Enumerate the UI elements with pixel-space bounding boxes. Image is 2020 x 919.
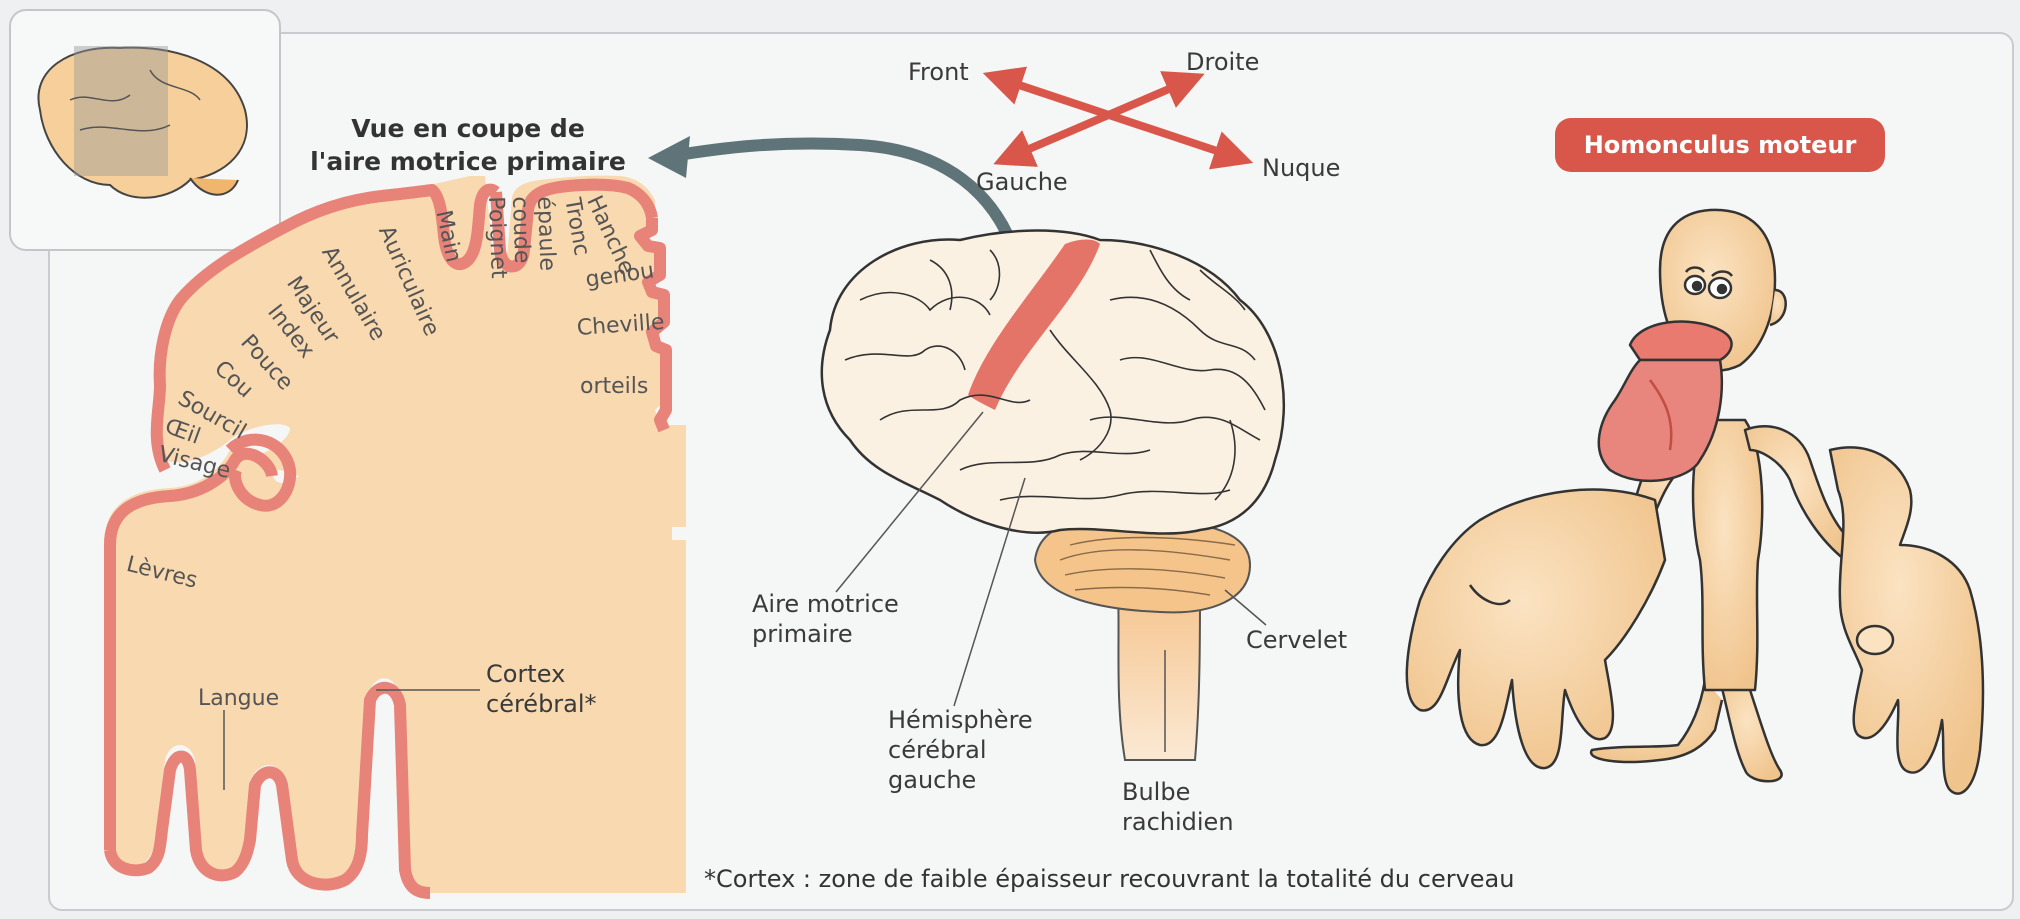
label-bulbe-line2: rachidien <box>1122 808 1234 836</box>
footnote: *Cortex : zone de faible épaisseur recou… <box>704 865 1514 893</box>
section-title: Vue en coupe de l'aire motrice primaire <box>298 112 638 178</box>
label-orteils: orteils <box>580 374 648 399</box>
cortex-label-line2: cérébral* <box>486 690 597 718</box>
orientation-gauche: Gauche <box>976 168 1068 196</box>
label-hemisphere-line2: cérébral <box>888 736 987 764</box>
label-aire-line1: Aire motrice <box>752 590 899 618</box>
orientation-arrows <box>998 78 1238 158</box>
homunculus-figure <box>1407 210 1983 794</box>
thumbnail-card <box>10 10 280 250</box>
orientation-front: Front <box>908 58 969 86</box>
label-epaule: épaule <box>532 196 560 271</box>
label-bulbe-line1: Bulbe <box>1122 778 1190 806</box>
label-aire-line2: primaire <box>752 620 853 648</box>
label-poignet: Poignet <box>483 196 511 279</box>
cortex-label-line1: Cortex <box>486 660 565 688</box>
label-cervelet: Cervelet <box>1246 626 1347 654</box>
section-title-line2: l'aire motrice primaire <box>298 145 638 178</box>
homonculus-badge: Homonculus moteur <box>1555 118 1885 172</box>
orientation-droite: Droite <box>1186 48 1259 76</box>
label-coude: coude <box>507 196 534 264</box>
brain-lateral <box>822 231 1284 760</box>
label-langue: Langue <box>198 686 279 711</box>
label-hemisphere-line3: gauche <box>888 766 976 794</box>
section-title-line1: Vue en coupe de <box>298 112 638 145</box>
label-hemisphere-line1: Hémisphère <box>888 706 1033 734</box>
orientation-nuque: Nuque <box>1262 154 1340 182</box>
